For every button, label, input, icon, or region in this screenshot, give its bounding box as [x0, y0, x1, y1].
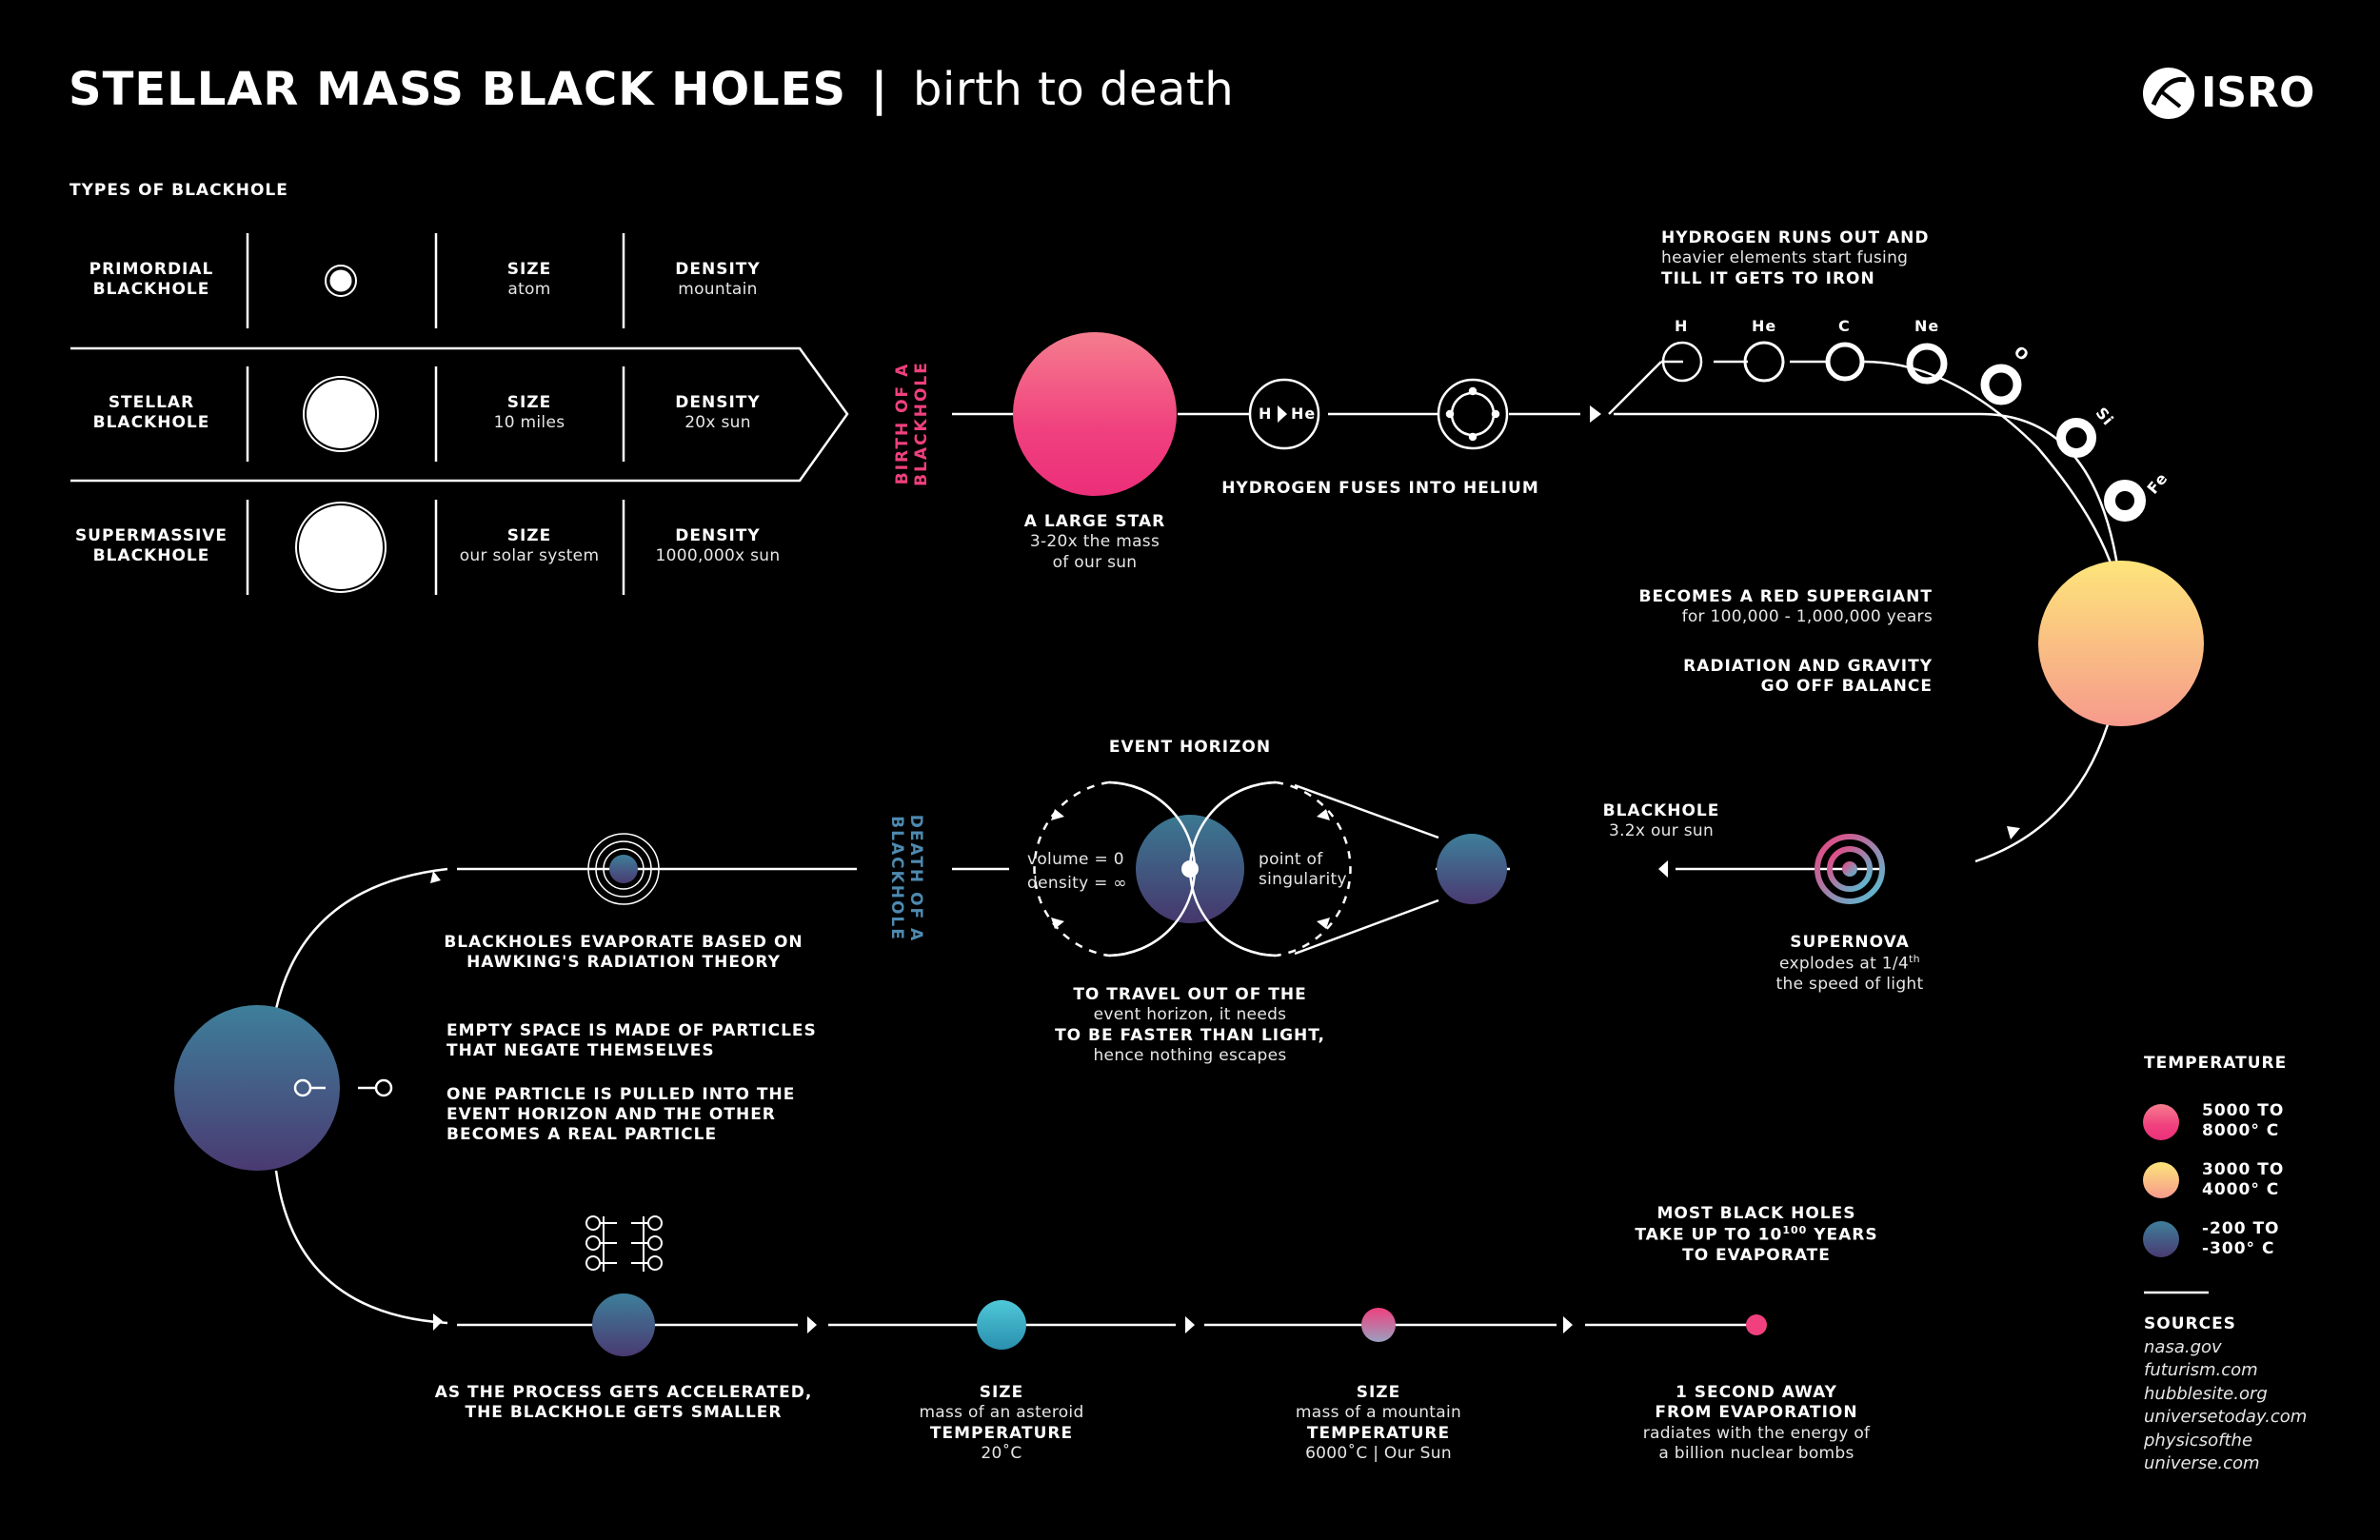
title-separator: |: [870, 63, 889, 116]
birth-side-label: BIRTH OF A BLACKHOLE: [893, 361, 931, 486]
fuse-label: HYDROGEN FUSES INTO HELIUM: [1221, 479, 1539, 498]
singularity-point: [1181, 860, 1199, 878]
element-he: He: [1752, 317, 1777, 335]
mountain-blackhole: [1361, 1308, 1396, 1342]
supernova-caption: SUPERNOVA explodes at 1/4th the speed of…: [1775, 933, 1924, 995]
stellar-blackhole: [1437, 834, 1507, 904]
legend-swatch-warm: [2143, 1162, 2179, 1198]
most-caption: MOST BLACK HOLES TAKE UP TO 10100 YEARS …: [1635, 1204, 1878, 1266]
travel-caption: TO TRAVEL OUT OF THE event horizon, it n…: [1055, 985, 1325, 1065]
source-link[interactable]: hubblesite.org: [2144, 1383, 2268, 1404]
supermassive-blackhole-icon: [299, 505, 383, 589]
legend-heading: TEMPERATURE: [2144, 1054, 2288, 1073]
event-horizon-title: EVENT HORIZON: [1108, 738, 1272, 757]
types-heading: TYPES OF BLACKHOLE: [69, 181, 288, 200]
birth-path: [952, 360, 2120, 871]
types-table-lines: [70, 233, 849, 595]
legend-swatch-cold: [2143, 1221, 2179, 1257]
arrow-down-icon: [2007, 826, 2020, 839]
blackhole-caption: BLACKHOLE 3.2x our sun: [1602, 801, 1720, 841]
asteroid-blackhole: [977, 1300, 1026, 1350]
legend-item-cold: -200 TO-300° C: [2202, 1219, 2280, 1259]
accelerated-caption: AS THE PROCESS GETS ACCELERATED,THE BLAC…: [434, 1383, 813, 1423]
source-link[interactable]: nasa.gov: [2144, 1337, 2222, 1357]
logo-text: ISRO: [2201, 69, 2315, 117]
source-link[interactable]: physicsofthe: [2144, 1430, 2253, 1451]
legend-swatch-hot: [2143, 1104, 2179, 1140]
supergiant-caption: BECOMES A RED SUPERGIANT for 100,000 - 1…: [1638, 587, 1933, 696]
page-title: STELLAR MASS BLACK HOLES: [69, 63, 847, 116]
hydrogen-helium-icon: [1248, 378, 1320, 450]
stellar-blackhole-icon: [307, 380, 375, 448]
red-supergiant: [2038, 561, 2204, 726]
runout-caption: HYDROGEN RUNS OUT AND heavier elements s…: [1661, 228, 1930, 288]
large-star: [1013, 332, 1177, 496]
helium-atom-icon: [1437, 378, 1509, 450]
volume-label: volume = 0: [1027, 850, 1124, 869]
one-second-caption: 1 SECOND AWAY FROM EVAPORATION radiates …: [1642, 1383, 1871, 1463]
evaporating-blackhole: [174, 1005, 340, 1171]
particle-pair-icon: [293, 1078, 393, 1097]
shrinking-blackhole: [592, 1293, 655, 1356]
final-blackhole: [1746, 1314, 1767, 1335]
sources-heading: SOURCES: [2144, 1314, 2236, 1333]
source-link[interactable]: universe.com: [2144, 1453, 2260, 1474]
element-ne: Ne: [1914, 317, 1940, 335]
page-subtitle: birth to death: [913, 63, 1235, 116]
supernova-icon: [1815, 834, 1885, 904]
arrow-right-icon: [1590, 405, 1601, 423]
primordial-blackhole-icon: [327, 267, 355, 295]
hydrogen-symbol: H: [1259, 405, 1273, 423]
element-h: H: [1675, 317, 1689, 335]
arrow-up-icon: [430, 871, 441, 883]
source-link[interactable]: futurism.com: [2144, 1360, 2258, 1381]
element-c: C: [1838, 317, 1851, 335]
isro-logo-icon: [2143, 68, 2194, 119]
mountain-caption: SIZE mass of a mountain TEMPERATURE 6000…: [1295, 1383, 1462, 1463]
sources-list: nasa.gov futurism.com hubblesite.org uni…: [2144, 1336, 2307, 1476]
arrow-left-icon: [1658, 860, 1668, 878]
large-star-caption: A LARGE STAR 3-20x the mass of our sun: [1023, 512, 1166, 572]
helium-symbol: He: [1291, 405, 1317, 423]
density-label: density = ∞: [1027, 874, 1127, 893]
particle-stack-icon: [585, 1215, 663, 1272]
hawking-blackhole-icon: [587, 833, 660, 905]
fusion-elements: [1661, 341, 2146, 522]
asteroid-caption: SIZE mass of an asteroid TEMPERATURE 20˚…: [919, 1383, 1084, 1463]
source-link[interactable]: universetoday.com: [2144, 1407, 2308, 1428]
death-side-label: DEATH OF A BLACKHOLE: [887, 814, 925, 943]
